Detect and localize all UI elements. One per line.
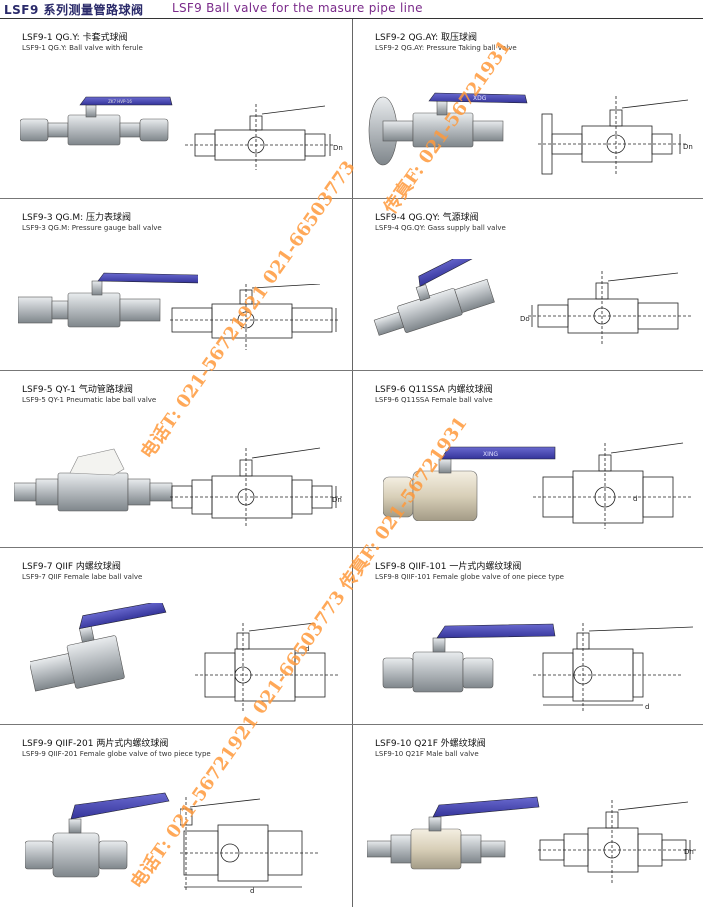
product-cell-lsf9-4: LSF9-4 QG.QY: 气源球阀 LSF9-4 QG.QY: Gass su… xyxy=(353,199,703,371)
photo-marking: ZK7 HVP-16 xyxy=(108,99,132,104)
product-cell-lsf9-5: LSF9-5 QY-1 气动管路球阀 LSF9-5 QY-1 Pneumatic… xyxy=(0,371,350,543)
product-subtitle: LSF9-1 QG.Y: Ball valve with ferule xyxy=(22,44,143,52)
dimension-label: Dn xyxy=(684,848,694,856)
valve-drawing: Dn xyxy=(538,800,696,884)
row-divider xyxy=(0,370,703,371)
product-cell-lsf9-8: LSF9-8 QIIF-101 一片式内螺纹球阀 LSF9-8 QIIF-101… xyxy=(353,548,703,720)
valve-drawing: Dn xyxy=(170,447,342,526)
valve-photo: XDG xyxy=(368,92,528,166)
product-subtitle: LSF9-4 QG.QY: Gass supply ball valve xyxy=(375,224,506,232)
valve-photo: ZK7 HVP-16 xyxy=(20,96,173,146)
product-title: LSF9-6 Q11SSA 内螺纹球阀 xyxy=(375,385,493,395)
dimension-label: Do xyxy=(520,315,530,323)
product-subtitle: LSF9-10 Q21F Male ball valve xyxy=(375,750,479,758)
valve-photo xyxy=(18,272,198,328)
product-title: LSF9-5 QY-1 气动管路球阀 xyxy=(22,385,133,395)
product-subtitle: LSF9-8 QIIF-101 Female globe valve of on… xyxy=(375,573,564,581)
dimension-label: Dn xyxy=(333,144,343,152)
product-title: LSF9-10 Q21F 外螺纹球阀 xyxy=(375,739,486,749)
product-title: LSF9-2 QG.AY: 取压球阀 xyxy=(375,33,478,43)
product-subtitle: LSF9-6 Q11SSA Female ball valve xyxy=(375,396,493,404)
dimension-label: d xyxy=(305,645,309,653)
product-title: LSF9-8 QIIF-101 一片式内螺纹球阀 xyxy=(375,562,522,572)
page-title-cn: LSF9 系列测量管路球阀 xyxy=(4,3,144,17)
product-cell-lsf9-10: LSF9-10 Q21F 外螺纹球阀 LSF9-10 Q21F Male bal… xyxy=(353,725,703,897)
valve-drawing xyxy=(170,284,340,350)
dimension-label: Dn xyxy=(332,496,342,504)
product-title: LSF9-3 QG.M: 压力表球阀 xyxy=(22,213,132,223)
product-cell-lsf9-6: LSF9-6 Q11SSA 内螺纹球阀 LSF9-6 Q11SSA Female… xyxy=(353,371,703,543)
product-title: LSF9-9 QIIF-201 两片式内螺纹球阀 xyxy=(22,739,169,749)
page-header: LSF9 系列测量管路球阀 LSF9 Ball valve for the ma… xyxy=(0,0,703,18)
valve-drawing: Dn xyxy=(185,104,343,170)
product-title: LSF9-7 QIIF 内螺纹球阀 xyxy=(22,562,121,572)
dimension-label: d xyxy=(250,887,254,895)
dimension-label: d xyxy=(633,495,637,503)
valve-photo xyxy=(382,623,556,693)
valve-drawing: Do xyxy=(520,271,693,345)
valve-drawing: d xyxy=(180,797,320,895)
column-divider xyxy=(352,19,353,907)
row-divider xyxy=(0,724,703,725)
valve-photo xyxy=(14,448,173,512)
product-cell-lsf9-3: LSF9-3 QG.M: 压力表球阀 LSF9-3 QG.M: Pressure… xyxy=(0,199,350,371)
header-rule xyxy=(0,18,703,19)
photo-marking: XDG xyxy=(473,95,487,102)
product-subtitle: LSF9-2 QG.AY: Pressure Taking ball valve xyxy=(375,44,517,52)
row-divider xyxy=(0,547,703,548)
valve-photo xyxy=(373,259,495,336)
product-cell-lsf9-2: LSF9-2 QG.AY: 取压球阀 LSF9-2 QG.AY: Pressur… xyxy=(353,19,703,191)
valve-drawing: Dn xyxy=(538,96,693,175)
dimension-label: d xyxy=(645,703,649,711)
product-subtitle: LSF9-3 QG.M: Pressure gauge ball valve xyxy=(22,224,162,232)
valve-drawing: d xyxy=(195,623,340,711)
page-title-en: LSF9 Ball valve for the masure pipe line xyxy=(172,1,423,15)
product-cell-lsf9-1: LSF9-1 QG.Y: 卡套式球阀 LSF9-1 QG.Y: Ball val… xyxy=(0,19,350,191)
product-subtitle: LSF9-7 QIIF Female labe ball valve xyxy=(22,573,143,581)
product-subtitle: LSF9-9 QIIF-201 Female globe valve of tw… xyxy=(22,750,211,758)
row-divider xyxy=(0,198,703,199)
photo-marking: XING xyxy=(483,451,498,458)
product-cell-lsf9-7: LSF9-7 QIIF 内螺纹球阀 LSF9-7 QIIF Female lab… xyxy=(0,548,350,720)
product-cell-lsf9-9: LSF9-9 QIIF-201 两片式内螺纹球阀 LSF9-9 QIIF-201… xyxy=(0,725,350,897)
valve-drawing: d xyxy=(533,442,693,529)
product-title: LSF9-1 QG.Y: 卡套式球阀 xyxy=(22,33,128,43)
product-title: LSF9-4 QG.QY: 气源球阀 xyxy=(375,213,479,223)
product-subtitle: LSF9-5 QY-1 Pneumatic labe ball valve xyxy=(22,396,157,404)
valve-photo xyxy=(25,792,170,878)
valve-photo: XING xyxy=(383,446,556,521)
valve-photo xyxy=(367,796,540,870)
valve-photo xyxy=(30,603,167,692)
valve-drawing: d xyxy=(533,623,694,711)
dimension-label: Dn xyxy=(683,143,693,151)
